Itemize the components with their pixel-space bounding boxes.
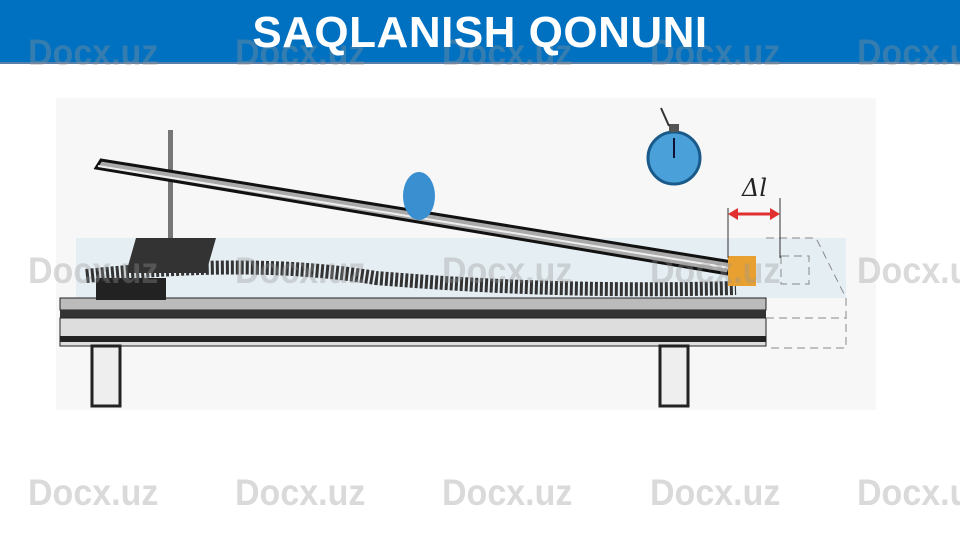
stopwatch-icon — [646, 107, 702, 186]
spring — [85, 260, 737, 297]
page-title: SAQLANISH QONUNI — [252, 8, 708, 57]
block — [728, 256, 756, 286]
watermark: Docx.uz — [442, 32, 573, 74]
watermark: Docx.uz — [28, 472, 159, 514]
dashed-outline — [766, 237, 847, 349]
watermark: Docx.uz — [650, 472, 781, 514]
watermark: Docx.uz — [28, 32, 159, 74]
ball — [403, 172, 435, 220]
watermark: Docx.uz — [857, 472, 960, 514]
watermark: Docx.uz — [28, 250, 159, 292]
watermark: Docx.uz — [857, 32, 960, 74]
watermark: Docx.uz — [235, 32, 366, 74]
table-leg-right — [658, 344, 690, 408]
title-bar — [0, 0, 960, 64]
watermark: Docx.uz — [235, 250, 366, 292]
watermark: Docx.uz — [442, 250, 573, 292]
table-edge — [60, 310, 766, 318]
watermark: Docx.uz — [442, 472, 573, 514]
stand-rod — [168, 130, 173, 240]
watermark: Docx.uz — [650, 32, 781, 74]
watermark: Docx.uz — [857, 250, 960, 292]
watermark: Docx.uz — [235, 472, 366, 514]
displacement-arrow — [727, 198, 781, 258]
table-leg-left — [90, 344, 122, 408]
watermark: Docx.uz — [650, 250, 781, 292]
experiment-illustration: Δl — [56, 98, 876, 410]
delta-l-label: Δl — [741, 174, 767, 202]
table-stripe — [60, 336, 766, 342]
stand-foot — [96, 278, 166, 300]
